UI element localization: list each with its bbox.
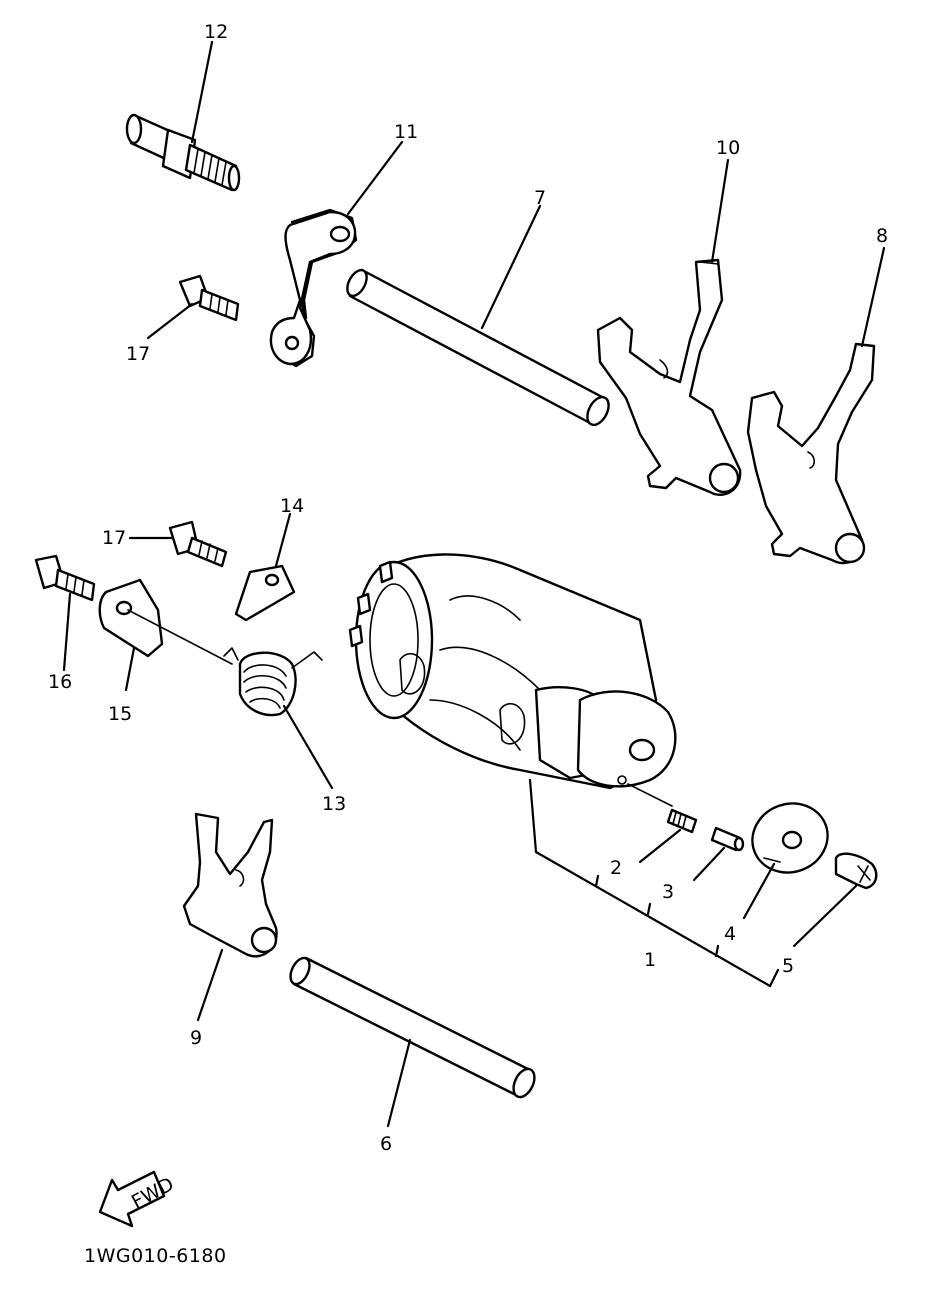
part-9-shift-fork [182, 812, 278, 1022]
drawing-code: 1WG010-6180 [84, 1245, 227, 1267]
callout-5: 5 [782, 955, 794, 977]
part-4-plate [751, 802, 829, 874]
callout-12: 12 [204, 21, 228, 43]
callout-4: 4 [724, 923, 736, 945]
callout-7: 7 [534, 187, 546, 209]
part-14-plate [234, 512, 296, 622]
callout-16: 16 [48, 671, 72, 693]
callout-14: 14 [280, 495, 304, 517]
part-5-screw [834, 852, 878, 890]
callout-6: 6 [380, 1133, 392, 1155]
callout-10: 10 [716, 137, 740, 159]
part-2-pin [627, 783, 698, 834]
assembly-leader-lines [528, 778, 858, 988]
part-1-shift-drum [348, 553, 677, 790]
part-3-pin [710, 826, 745, 852]
callout-15: 15 [108, 703, 132, 725]
callout-13: 13 [322, 793, 346, 815]
part-11-stopper-plate [269, 140, 404, 368]
part-17-bolt-lower [128, 520, 228, 568]
callout-11: 11 [394, 121, 418, 143]
part-16-bolt [34, 554, 96, 672]
callout-8: 8 [876, 225, 888, 247]
callout-17-lower: 17 [102, 527, 126, 549]
callout-9: 9 [190, 1027, 202, 1049]
callout-labels: 12 11 10 7 8 17 14 17 16 15 13 2 3 4 1 5… [48, 21, 888, 1155]
callout-2: 2 [610, 857, 622, 879]
callout-1: 1 [644, 949, 656, 971]
part-7-shift-fork-shaft [346, 204, 610, 427]
part-8-shift-fork [746, 246, 886, 565]
part-10-shift-fork [596, 158, 742, 496]
part-13-torsion-spring [127, 609, 334, 790]
part-17-bolt-upper [146, 274, 240, 340]
fwd-arrow-icon: FWD [98, 1170, 178, 1228]
part-6-shift-fork-shaft [289, 956, 536, 1128]
callout-17-upper: 17 [126, 343, 150, 365]
callout-3: 3 [662, 881, 674, 903]
part-15-segment-lever [98, 578, 164, 692]
part-12-stud-bolt [125, 40, 241, 192]
